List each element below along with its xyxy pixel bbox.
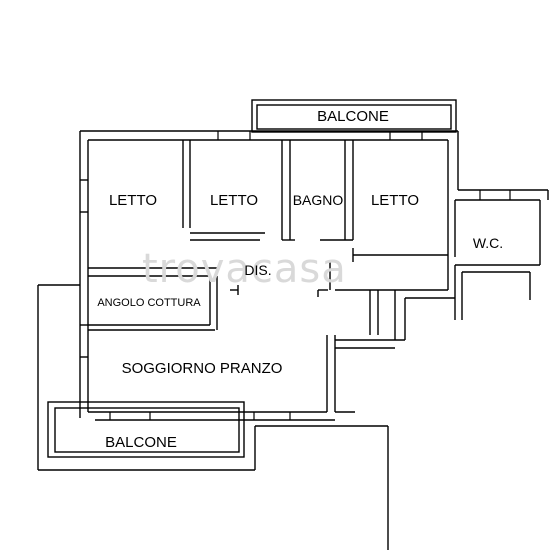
label-soggiorno-pranzo: SOGGIORNO PRANZO — [122, 360, 283, 377]
label-wc: W.C. — [473, 235, 503, 251]
balcone-bottom-outline — [47, 401, 245, 458]
label-balcone-bottom: BALCONE — [105, 434, 177, 451]
label-balcone-top: BALCONE — [317, 108, 389, 125]
label-angolo-cottura: ANGOLO COTTURA — [97, 297, 201, 309]
balcone-top-outline — [251, 99, 457, 133]
label-letto-1: LETTO — [109, 192, 157, 209]
label-bagno: BAGNO — [293, 192, 344, 208]
label-letto-2: LETTO — [210, 192, 258, 209]
walls — [37, 99, 549, 550]
watermark: trovacasa — [142, 246, 347, 292]
label-letto-3: LETTO — [371, 192, 419, 209]
label-dis: DIS. — [244, 262, 271, 278]
